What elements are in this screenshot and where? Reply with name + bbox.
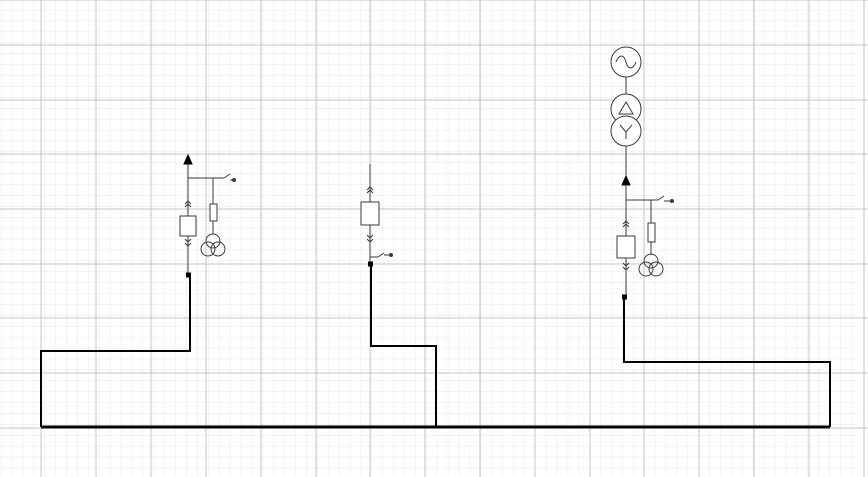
arrow-up-icon: [183, 153, 193, 165]
fuse-icon: [209, 178, 218, 234]
circuit-breaker-icon: [616, 235, 636, 259]
voltage-transformer-icon: [638, 253, 664, 277]
withdrawable-contact-icon: [622, 220, 630, 271]
feeder-right[interactable]: [610, 46, 674, 300]
withdrawable-contact-icon: [366, 186, 374, 243]
circuit-breaker-icon: [360, 201, 380, 226]
feeder-left-connection[interactable]: [40, 276, 191, 427]
feeder-middle[interactable]: [360, 164, 393, 267]
earthing-switch-icon: [626, 195, 674, 203]
wye-winding-icon: [610, 115, 642, 147]
fuse-icon: [647, 200, 656, 255]
withdrawable-contact-icon: [184, 200, 192, 247]
earthing-switch-icon: [370, 252, 393, 258]
circuit-breaker-icon: [179, 215, 197, 237]
voltage-transformer-icon: [200, 233, 226, 257]
feeder-middle-connection[interactable]: [370, 263, 437, 427]
feeder-left[interactable]: [179, 153, 236, 278]
generator-icon: [610, 46, 642, 78]
feeder-right-connection[interactable]: [623, 297, 831, 427]
earthing-switch-icon: [188, 173, 236, 182]
